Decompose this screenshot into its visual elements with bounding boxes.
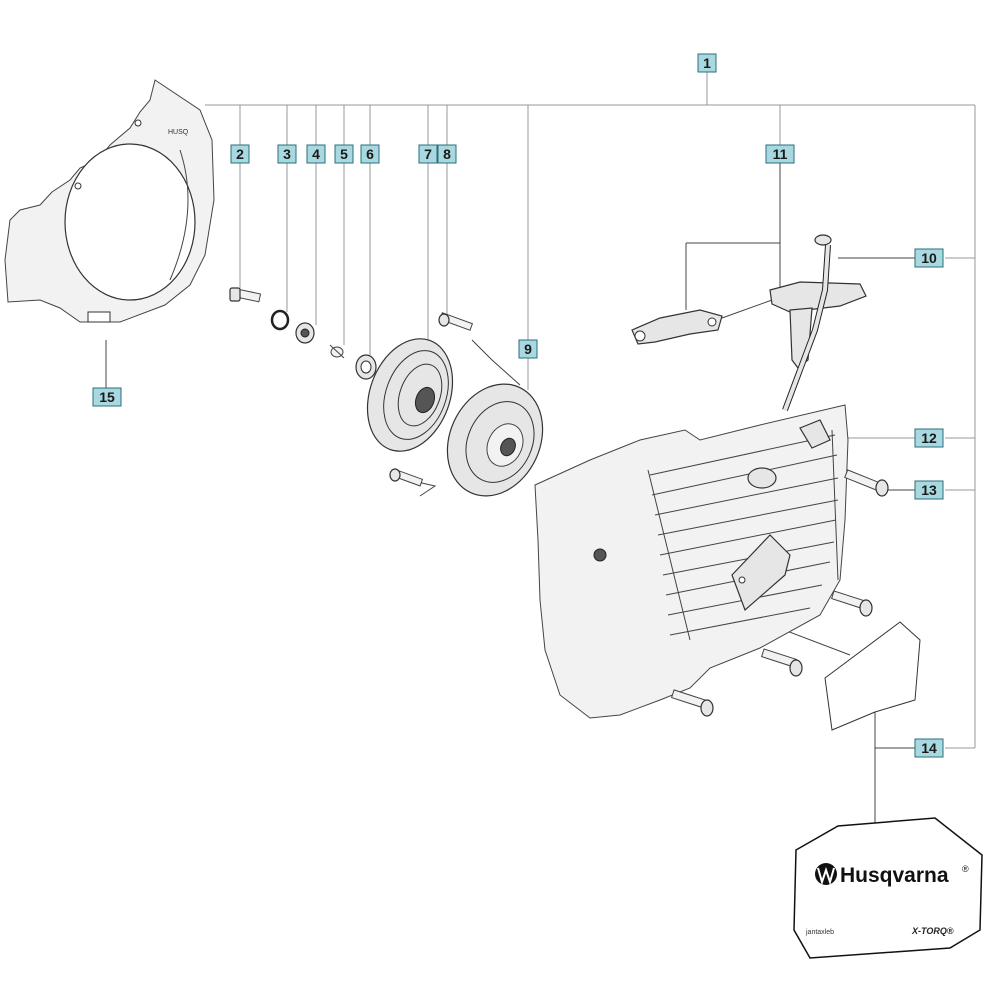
- callout-13-label: 13: [921, 482, 937, 498]
- starter-housing: [534, 404, 849, 719]
- nut-part-4: [295, 322, 315, 344]
- callout-5: 5: [334, 144, 354, 164]
- callout-11: 11: [765, 144, 795, 164]
- callout-1-label: 1: [703, 55, 711, 71]
- starter-pulley-part-7: [366, 338, 454, 452]
- callout-15: 15: [92, 387, 122, 407]
- starter-handle-part-11: [721, 281, 867, 369]
- callout-2-label: 2: [236, 146, 244, 162]
- callout-4: 4: [306, 144, 326, 164]
- screw-part-9-lower: [389, 468, 424, 487]
- starter-cord-part-10: [782, 234, 832, 412]
- callout-2: 2: [230, 144, 250, 164]
- screw-part-2: [229, 287, 262, 303]
- callout-14: 14: [914, 738, 944, 758]
- decal-model: X-TORQ®: [911, 926, 954, 936]
- fan-cover-emblem: HUSQ: [168, 129, 189, 136]
- callout-12-label: 12: [921, 430, 937, 446]
- callout-6-label: 6: [366, 146, 374, 162]
- callout-13: 13: [914, 480, 944, 500]
- screw-part-8: [438, 312, 474, 331]
- callout-1: 1: [697, 53, 717, 73]
- bushing-part-6: [355, 354, 377, 380]
- callout-6: 6: [360, 144, 380, 164]
- husqvarna-logo-icon: [815, 863, 837, 886]
- bolt-part-13: [844, 469, 889, 497]
- callout-7: 7: [418, 144, 438, 164]
- housing-bolt-right: [830, 590, 873, 617]
- callout-10-label: 10: [921, 250, 937, 266]
- callout-14-label: 14: [921, 740, 937, 756]
- decal-small-text: jantaxleb: [805, 929, 834, 936]
- callout-9: 9: [518, 339, 538, 359]
- fan-cover: HUSQ: [4, 79, 215, 323]
- handle-insert-part-11: [631, 309, 723, 345]
- callout-3-label: 3: [283, 146, 291, 162]
- callout-9-label: 9: [524, 341, 532, 357]
- callout-10: 10: [914, 248, 944, 268]
- decal-brand: Husqvarna: [840, 864, 949, 887]
- housing-bolt-lower: [670, 689, 714, 717]
- callout-7-label: 7: [424, 146, 432, 162]
- callout-11-label: 11: [773, 146, 788, 162]
- callout-8: 8: [437, 144, 457, 164]
- spring-cassette-part-9: [446, 383, 544, 497]
- callout-5-label: 5: [340, 146, 348, 162]
- callout-3: 3: [277, 144, 297, 164]
- washer-part-3: [270, 309, 290, 331]
- callout-labels: 1 2 3 4 5 6 7 8: [92, 53, 944, 758]
- decal-trademark: ®: [962, 864, 969, 874]
- housing-bolt-middle: [760, 648, 803, 677]
- callout-12: 12: [914, 428, 944, 448]
- callout-8-label: 8: [443, 146, 451, 162]
- decal-part-14-outline: [824, 621, 921, 731]
- callout-15-label: 15: [99, 389, 115, 405]
- decal-closeup: Husqvarna ® jantaxleb X-TORQ®: [793, 817, 983, 959]
- spring-part-5: [329, 344, 345, 359]
- callout-4-label: 4: [312, 146, 320, 162]
